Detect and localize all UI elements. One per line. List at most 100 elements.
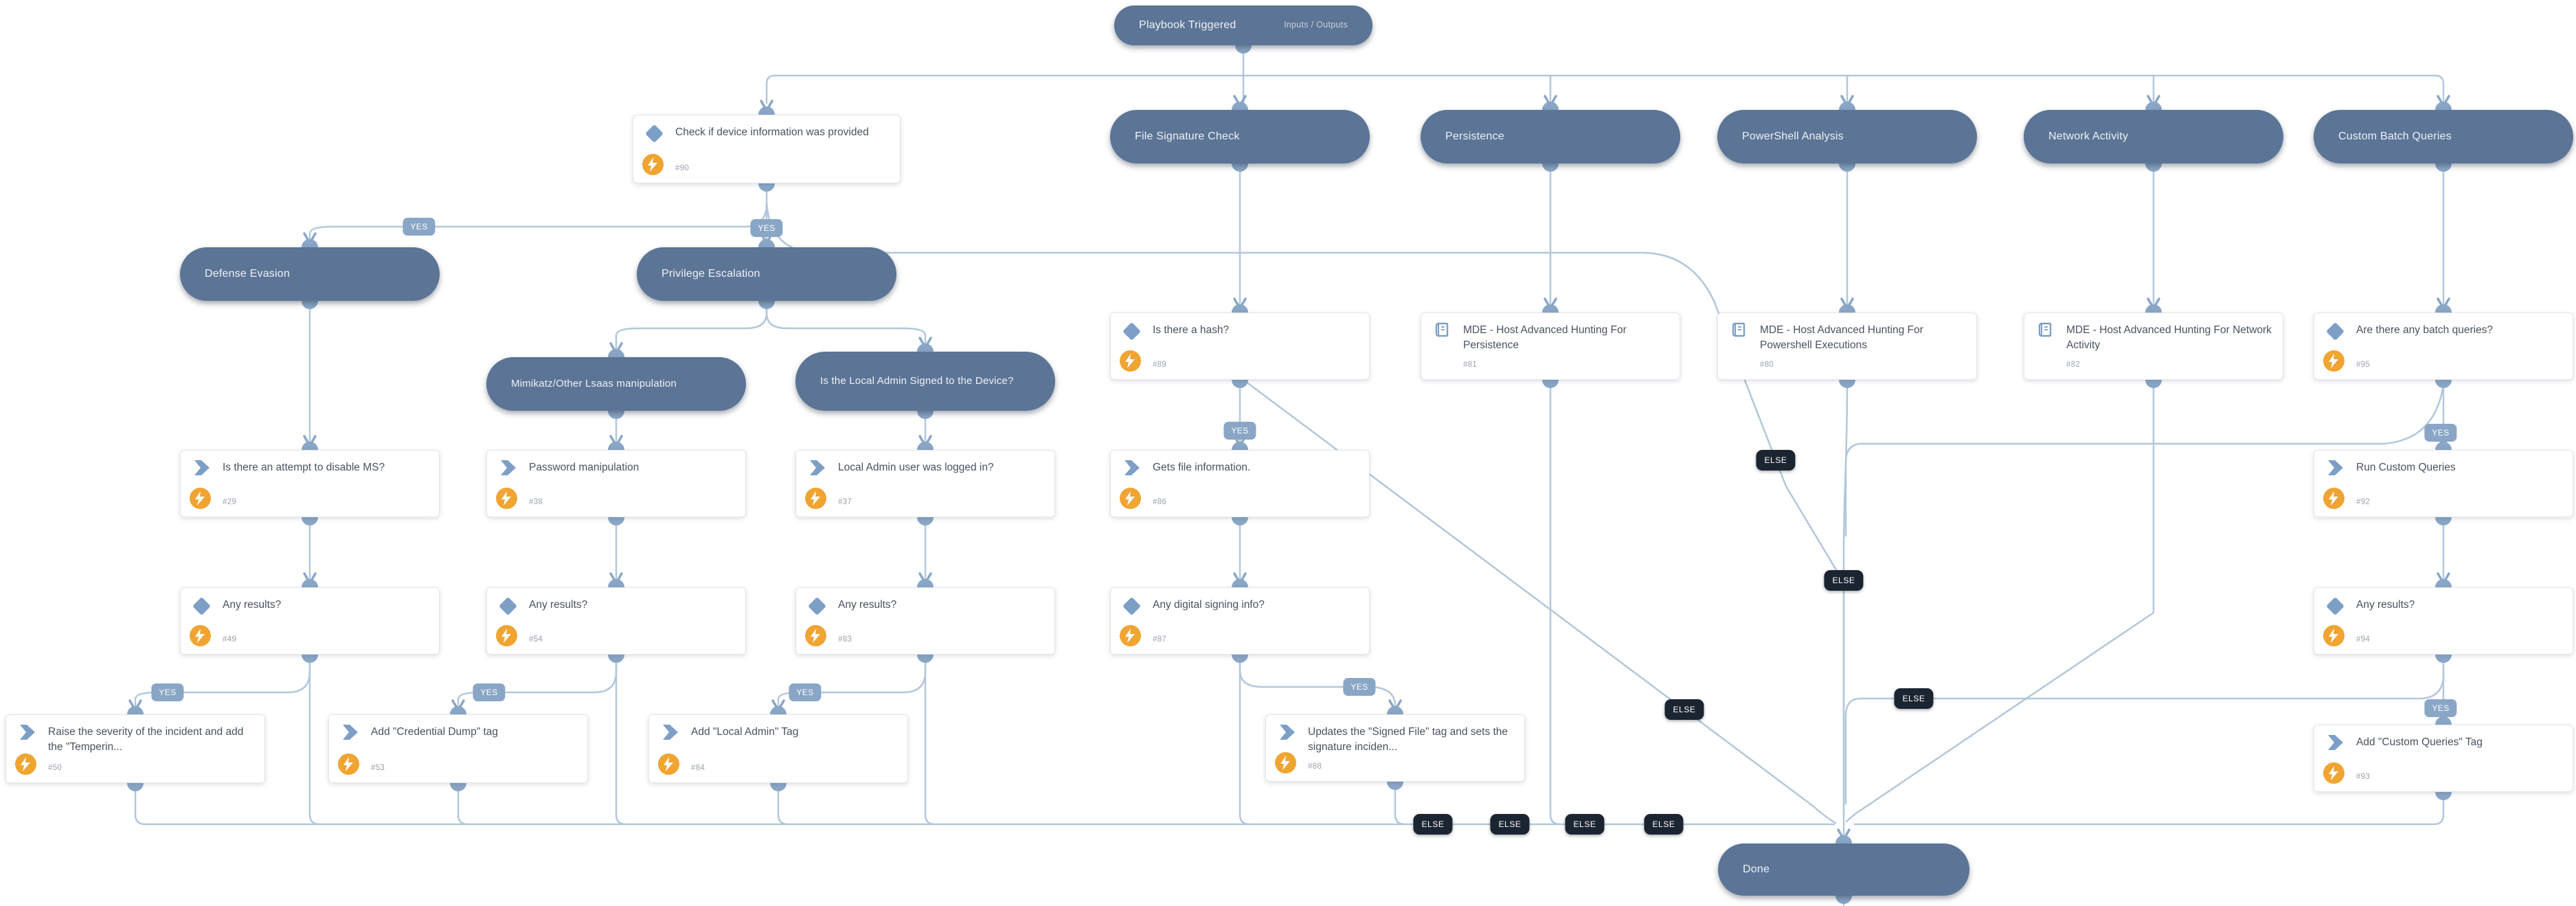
task-card-t86[interactable]: Gets file information. #86	[1110, 450, 1370, 517]
done-node[interactable]: Done	[1718, 843, 1969, 896]
task-title: Any digital signing info?	[1153, 599, 1265, 611]
section-defense-evasion[interactable]: Defense Evasion	[180, 247, 440, 301]
playbook-card-t81[interactable]: MDE - Host Advanced Hunting For Persiste…	[1421, 313, 1680, 380]
task-title: Run Custom Queries	[2356, 462, 2456, 473]
section-persistence[interactable]: Persistence	[1421, 110, 1680, 163]
task-chevron-icon	[500, 460, 516, 475]
playbook-triggered-node[interactable]: Playbook Triggered Inputs / Outputs	[1114, 5, 1372, 45]
section-label: Is the Local Admin Signed to the Device?	[820, 375, 1014, 387]
task-title: Password manipulation	[529, 462, 640, 473]
task-title: MDE - Host Advanced Hunting For Network …	[2066, 324, 2272, 351]
task-chevron-icon	[1124, 460, 1140, 475]
task-chevron-icon	[2327, 735, 2343, 750]
branch-label-yes: YES	[473, 683, 506, 701]
automation-lightning-icon	[496, 625, 517, 646]
sub-playbook-book-icon	[1732, 322, 1745, 337]
task-card-t37[interactable]: Local Admin user was logged in? #37	[795, 450, 1055, 517]
automation-lightning-icon	[190, 625, 211, 646]
inputs-outputs-link[interactable]: Inputs / Outputs	[1283, 20, 1348, 30]
task-card-t88[interactable]: Updates the "Signed File" tag and sets t…	[1265, 714, 1525, 782]
section-label: Persistence	[1445, 131, 1504, 142]
task-title: Is there an attempt to disable MS?	[223, 462, 385, 473]
branch-label-yes: YES	[151, 683, 184, 701]
automation-lightning-icon	[805, 625, 826, 646]
branch-label-yes: YES	[750, 219, 783, 237]
section-label: Custom Batch Queries	[2338, 131, 2452, 142]
automation-lightning-icon	[805, 488, 826, 509]
branch-label-yes: YES	[2424, 424, 2457, 442]
branch-label-else: ELSE	[1894, 688, 1934, 709]
task-card-t53[interactable]: Add "Credential Dump" tag #53	[328, 714, 588, 783]
section-label: PowerShell Analysis	[1742, 131, 1844, 142]
automation-lightning-icon	[1275, 752, 1296, 773]
section-label: Defense Evasion	[205, 268, 290, 280]
section-mimikatz[interactable]: Mimikatz/Other Lsaas manipulation	[486, 357, 746, 411]
condition-card-t89[interactable]: Is there a hash? #89	[1110, 313, 1370, 380]
task-title: Any results?	[529, 599, 588, 611]
task-card-t29[interactable]: Is there an attempt to disable MS? #29	[180, 450, 440, 517]
task-card-t93[interactable]: Add "Custom Queries" Tag #93	[2314, 725, 2573, 792]
task-title: Updates the "Signed File" tag and sets t…	[1308, 726, 1509, 753]
condition-icon	[498, 597, 517, 615]
branch-label-else: ELSE	[1565, 814, 1605, 835]
task-title: Local Admin user was logged in?	[838, 462, 994, 473]
task-card-t92[interactable]: Run Custom Queries #92	[2314, 450, 2573, 517]
task-card-t84[interactable]: Add "Local Admin" Tag #84	[648, 714, 908, 783]
section-label: Mimikatz/Other Lsaas manipulation	[511, 377, 677, 389]
task-id: #38	[529, 498, 543, 506]
condition-card-t87[interactable]: Any digital signing info? #87	[1110, 587, 1370, 655]
section-network-activity[interactable]: Network Activity	[2024, 110, 2283, 163]
section-powershell-analysis[interactable]: PowerShell Analysis	[1717, 110, 1977, 163]
task-id: #37	[838, 498, 852, 506]
condition-card-t49[interactable]: Any results? #49	[180, 587, 440, 655]
condition-card-t83[interactable]: Any results? #83	[795, 587, 1055, 655]
task-chevron-icon	[19, 725, 35, 740]
condition-card-t95[interactable]: Are there any batch queries? #95	[2314, 313, 2573, 380]
task-chevron-icon	[809, 460, 825, 475]
section-label: Done	[1743, 863, 1770, 875]
task-id: #53	[371, 764, 385, 772]
section-label: File Signature Check	[1135, 131, 1240, 142]
task-chevron-icon	[342, 725, 358, 740]
section-local-admin-signed[interactable]: Is the Local Admin Signed to the Device?	[795, 352, 1055, 411]
branch-label-else: ELSE	[1413, 814, 1453, 835]
section-label: Network Activity	[2048, 131, 2129, 142]
task-title: Add "Credential Dump" tag	[371, 726, 499, 738]
condition-card-t54[interactable]: Any results? #54	[486, 587, 746, 655]
condition-card-t90[interactable]: Check if device information was provided…	[633, 115, 901, 183]
section-file-signature-check[interactable]: File Signature Check	[1110, 110, 1370, 163]
branch-label-else: ELSE	[1756, 450, 1796, 471]
task-id: #82	[2066, 361, 2081, 369]
task-title: Check if device information was provided	[675, 126, 869, 138]
branch-label-else: ELSE	[1644, 814, 1684, 835]
task-title: Add "Local Admin" Tag	[691, 726, 799, 738]
task-id: #87	[1153, 635, 1167, 644]
task-chevron-icon	[194, 460, 210, 475]
task-chevron-icon	[1279, 725, 1295, 740]
automation-lightning-icon	[1120, 625, 1141, 646]
branch-label-else: ELSE	[1664, 699, 1704, 720]
automation-lightning-icon	[190, 488, 211, 509]
playbook-card-t80[interactable]: MDE - Host Advanced Hunting For Powershe…	[1717, 313, 1977, 380]
playbook-card-t82[interactable]: MDE - Host Advanced Hunting For Network …	[2024, 313, 2283, 380]
task-id: #89	[1153, 361, 1167, 369]
task-id: #86	[1153, 498, 1167, 506]
section-custom-batch-queries[interactable]: Custom Batch Queries	[2314, 110, 2573, 163]
task-id: #54	[529, 635, 543, 644]
branch-label-yes: YES	[1223, 422, 1256, 440]
automation-lightning-icon	[1120, 488, 1141, 509]
automation-lightning-icon	[642, 154, 664, 175]
condition-card-t94[interactable]: Any results? #94	[2314, 587, 2573, 655]
sub-playbook-book-icon	[2038, 322, 2052, 337]
branch-label-yes: YES	[2424, 699, 2457, 717]
branch-label-else: ELSE	[1490, 814, 1530, 835]
automation-lightning-icon	[1120, 350, 1141, 372]
automation-lightning-icon	[338, 754, 359, 775]
branch-label-yes: YES	[1343, 678, 1376, 696]
task-title: MDE - Host Advanced Hunting For Persiste…	[1463, 324, 1627, 351]
task-id: #29	[223, 498, 237, 506]
task-card-t38[interactable]: Password manipulation #38	[486, 450, 746, 517]
section-privilege-escalation[interactable]: Privilege Escalation	[637, 247, 896, 301]
task-card-t50[interactable]: Raise the severity of the incident and a…	[5, 714, 265, 783]
task-title: Gets file information.	[1153, 462, 1251, 473]
